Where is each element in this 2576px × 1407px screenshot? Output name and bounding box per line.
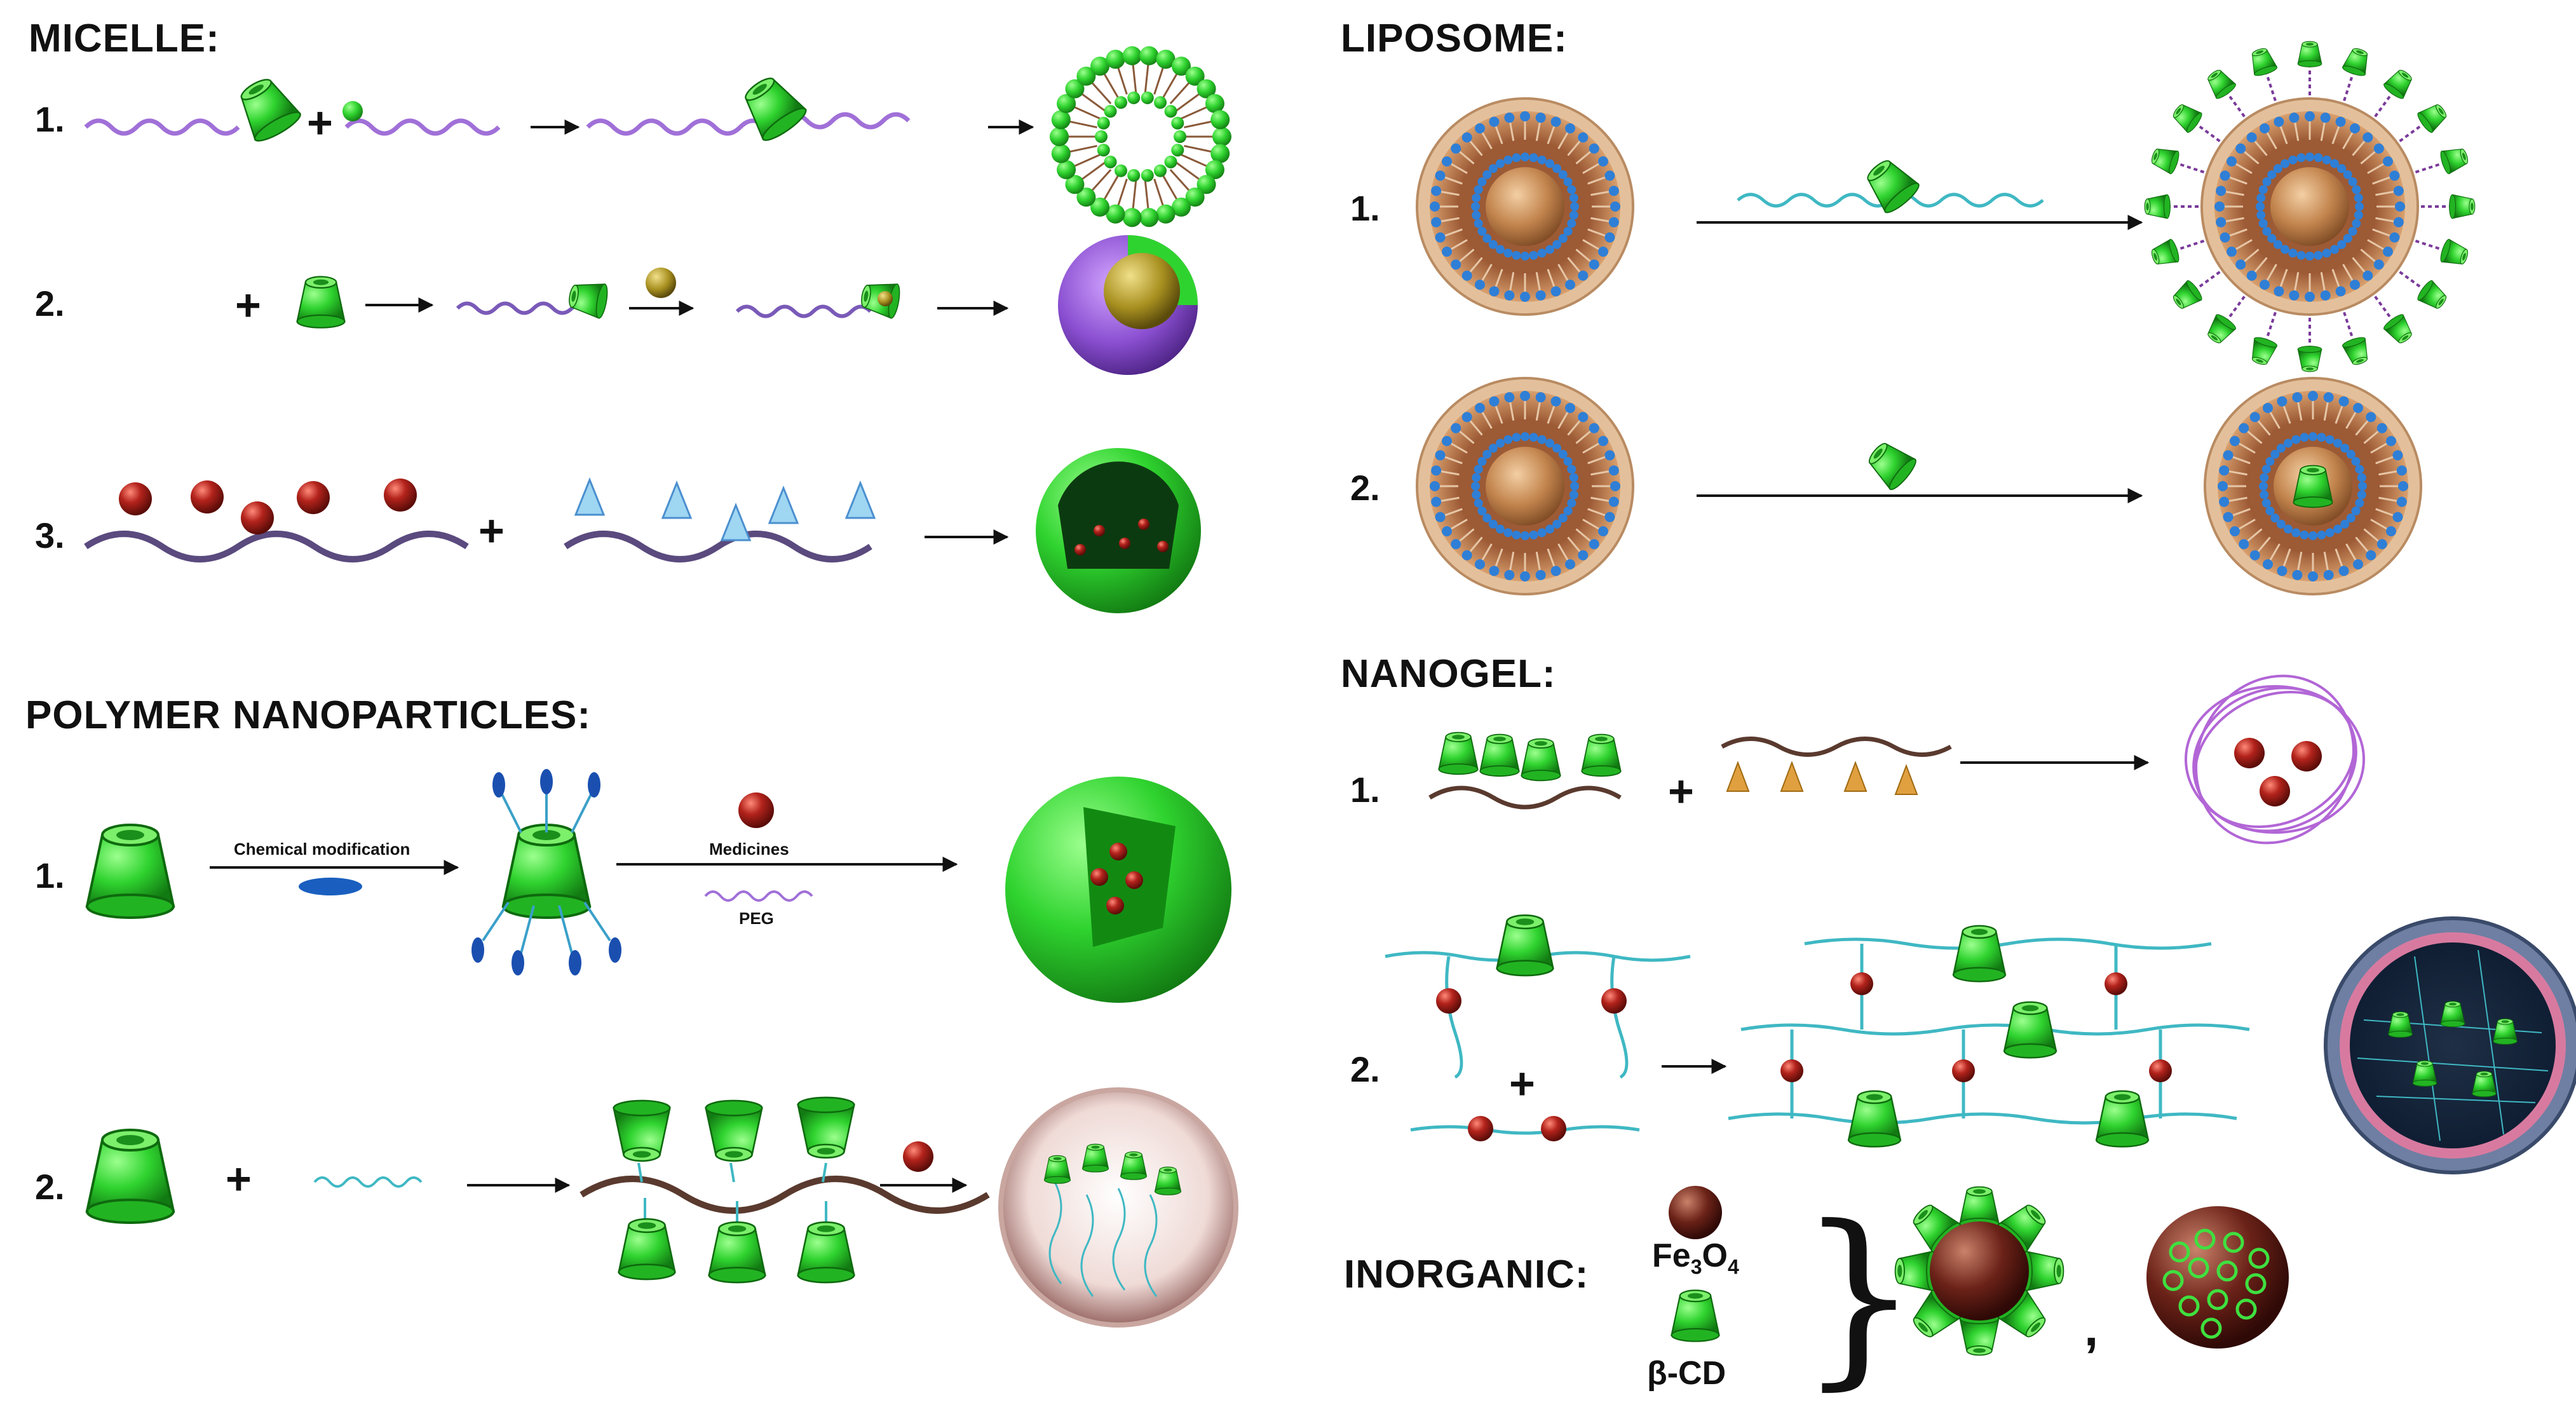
liposome-1-row	[1697, 152, 2143, 230]
micelle-sphere-1	[1048, 44, 1233, 229]
fe3o4-label: Fe3O4	[1652, 1237, 1739, 1279]
beta-cd-label: β-CD	[1647, 1355, 1726, 1392]
inorganic-product-2	[2146, 1206, 2289, 1349]
nanogel-title: NANOGEL:	[1341, 652, 1556, 696]
micelle-3-row	[84, 529, 1009, 562]
micelle-2-row	[296, 268, 1009, 329]
medicines-label: Medicines	[709, 839, 789, 859]
nanogel-step-2: 2.	[1350, 1049, 1380, 1089]
liposome-step-1: 1.	[1350, 188, 1380, 228]
inorganic-parts	[1669, 1186, 1722, 1342]
nanogel-step-1: 1.	[1350, 770, 1380, 810]
peg-label: PEG	[739, 909, 774, 928]
nanogel-2-parts	[1436, 914, 2172, 1148]
inorganic-product-1	[1894, 1186, 2064, 1356]
polymer-1-row	[86, 769, 958, 975]
inorganic-title: INORGANIC:	[1344, 1253, 1589, 1296]
liposome-step-2: 2.	[1350, 468, 1380, 508]
inorganic-brace: }	[1798, 1185, 1920, 1407]
polymer-chain	[84, 118, 240, 136]
chemical-modification-label: Chemical modification	[234, 839, 410, 859]
liposome-title: LIPOSOME:	[1341, 17, 1568, 60]
micelle-2-plus: +	[235, 280, 261, 330]
liposome-2-result	[2204, 377, 2422, 595]
micelle-1-plus: +	[307, 98, 333, 147]
polymer-step-1: 1.	[35, 855, 65, 895]
liposome-2-row	[1697, 435, 2143, 503]
polymer-sphere-2	[998, 1087, 1238, 1328]
micelle-step-1: 1.	[35, 99, 65, 139]
beta-cd-icon	[1671, 1289, 1720, 1342]
micelle-title: MICELLE:	[29, 17, 220, 60]
polymer-sphere-1	[1005, 777, 1231, 1003]
nanogel-2-plus: +	[1509, 1059, 1535, 1108]
nanogel-1-row	[1428, 731, 2150, 810]
nanogel-sphere-1	[2185, 674, 2365, 845]
liposome-1-start	[1416, 97, 1634, 316]
guest-bead-icon	[342, 101, 363, 121]
modifier-icon	[299, 878, 362, 895]
micelle-step-3: 3.	[35, 515, 65, 555]
fe3o4-particle-icon	[1669, 1186, 1722, 1239]
nanogel-1-plus: +	[1668, 766, 1694, 816]
polymer-title: POLYMER NANOPARTICLES:	[25, 693, 592, 737]
cyclodextrin-icon	[229, 70, 304, 147]
nanogel-2-row	[1385, 937, 2250, 1135]
polymer-step-2: 2.	[35, 1167, 65, 1207]
micelle-sphere-3	[1036, 448, 1201, 613]
drug-bead-icon	[646, 268, 676, 298]
liposome-2-start	[1416, 377, 1634, 595]
micelle-3-plus: +	[478, 506, 505, 555]
inorganic-comma: ,	[2084, 1300, 2099, 1356]
micelle-step-2: 2.	[35, 283, 65, 323]
polymer-2-plus: +	[226, 1154, 252, 1204]
liposome-1-result	[2144, 41, 2476, 372]
polymer-2-row	[86, 1096, 990, 1284]
micelle-sphere-2	[1058, 235, 1198, 375]
micelle-3-beads	[119, 477, 876, 541]
nanogel-sphere-2	[2324, 916, 2576, 1174]
micelle-1-row	[84, 69, 1034, 147]
